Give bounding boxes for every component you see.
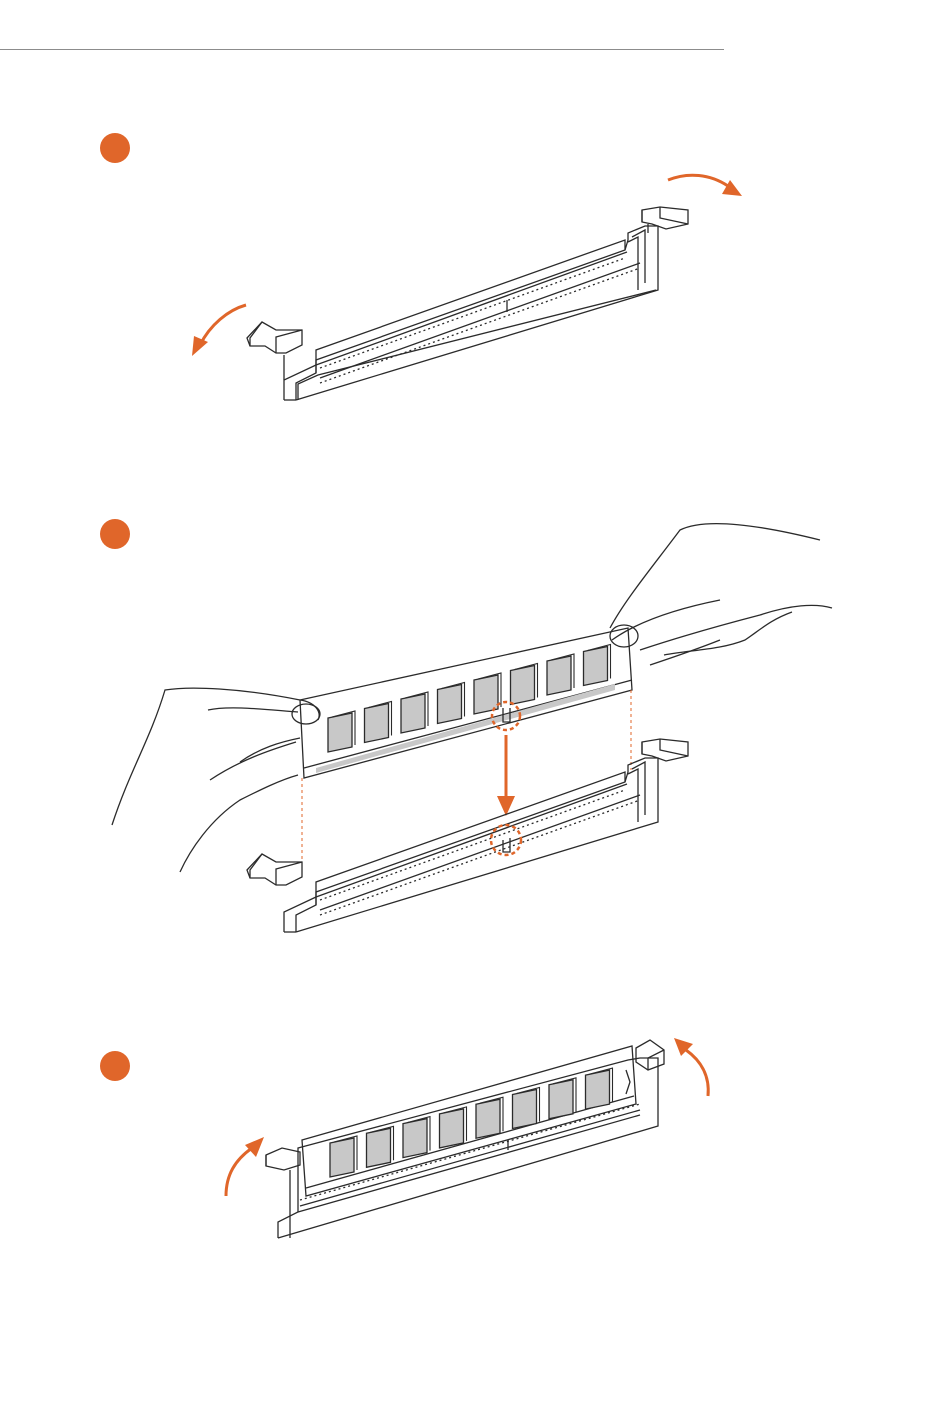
dimm-insert-diagram <box>0 515 950 940</box>
memory-chip <box>476 1099 500 1138</box>
memory-chip <box>584 647 608 686</box>
hand-left <box>112 688 320 872</box>
hand-right <box>610 524 832 665</box>
memory-chip <box>330 1138 354 1177</box>
step-3-illustration <box>0 1025 950 1245</box>
dimm-contact-strip <box>316 684 615 773</box>
memory-chip <box>549 1080 573 1119</box>
dimm-slot <box>296 226 658 400</box>
memory-chip <box>401 694 425 733</box>
memory-chip <box>367 1128 391 1167</box>
memory-chip <box>365 704 389 743</box>
step-1-marker <box>100 133 130 163</box>
rotate-arrow-left <box>200 305 246 345</box>
memory-chip <box>328 713 352 752</box>
rotate-arrow-left-head <box>192 336 208 356</box>
memory-chip <box>547 656 571 695</box>
memory-chip <box>513 1090 537 1129</box>
memory-chip <box>586 1070 610 1109</box>
dimm-seated-diagram <box>0 1025 950 1245</box>
dimm-slot-open-diagram <box>0 160 950 420</box>
header-divider <box>0 49 724 50</box>
left-latch <box>266 1148 300 1170</box>
right-latch <box>636 1040 664 1070</box>
step-2-illustration <box>0 515 950 940</box>
rotate-arrow-right <box>668 175 728 186</box>
memory-chip <box>403 1119 427 1158</box>
rotate-arrow-right <box>686 1050 708 1096</box>
dimm-module-board <box>302 1046 636 1196</box>
left-latch <box>247 322 302 353</box>
dimm-slot <box>296 758 658 932</box>
memory-chip <box>511 666 535 705</box>
rotate-arrow-left <box>226 1148 252 1196</box>
memory-chip <box>438 685 462 724</box>
step-1-illustration <box>0 160 950 420</box>
memory-chip <box>440 1109 464 1148</box>
